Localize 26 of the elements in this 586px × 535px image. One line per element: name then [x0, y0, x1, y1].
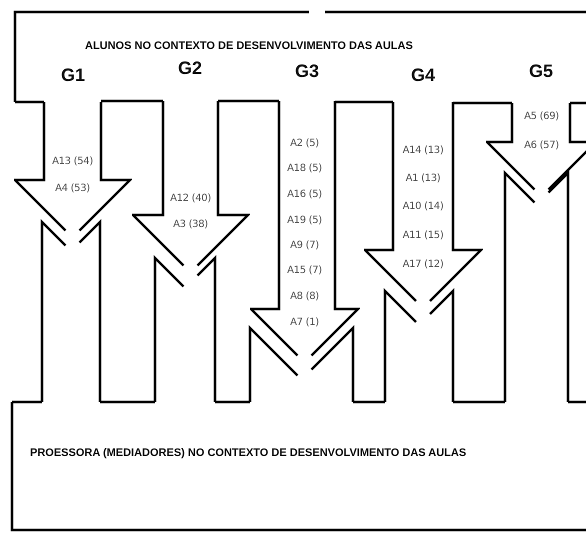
student-label: A7 (1) — [290, 317, 319, 328]
student-label: A6 (57) — [524, 140, 559, 151]
student-label: A1 (13) — [406, 173, 440, 184]
group-label: G4 — [411, 65, 435, 86]
student-label: A3 (38) — [173, 219, 208, 230]
group-label: G2 — [178, 58, 202, 79]
band-title: PROESSORA (MEDIADORES) NO CONTEXTO DE DESENVOLVIMENTO DAS AULAS — [30, 447, 468, 459]
student-label: A4 (53) — [55, 183, 90, 194]
student-label: A16 (5) — [287, 189, 322, 200]
student-label: A17 (12) — [402, 259, 444, 270]
student-label: A14 (13) — [402, 145, 444, 156]
student-label: A19 (5) — [287, 215, 322, 226]
student-label: A11 (15) — [402, 230, 444, 241]
student-label: A5 (69) — [524, 111, 559, 122]
band-title: ALUNOS NO CONTEXTO DE DESENVOLVIMENTO DAS AULAS — [85, 40, 414, 52]
student-label: A8 (8) — [290, 291, 319, 302]
student-label: A9 (7) — [290, 240, 319, 251]
student-label: A10 (14) — [402, 201, 444, 212]
student-label: A15 (7) — [287, 265, 322, 276]
group-label: G3 — [295, 61, 319, 82]
student-label: A12 (40) — [170, 193, 211, 204]
student-label: A2 (5) — [290, 138, 319, 149]
group-label: G1 — [61, 65, 85, 86]
student-label: A13 (54) — [52, 156, 93, 167]
student-label: A18 (5) — [287, 163, 322, 174]
group-label: G5 — [529, 61, 553, 82]
